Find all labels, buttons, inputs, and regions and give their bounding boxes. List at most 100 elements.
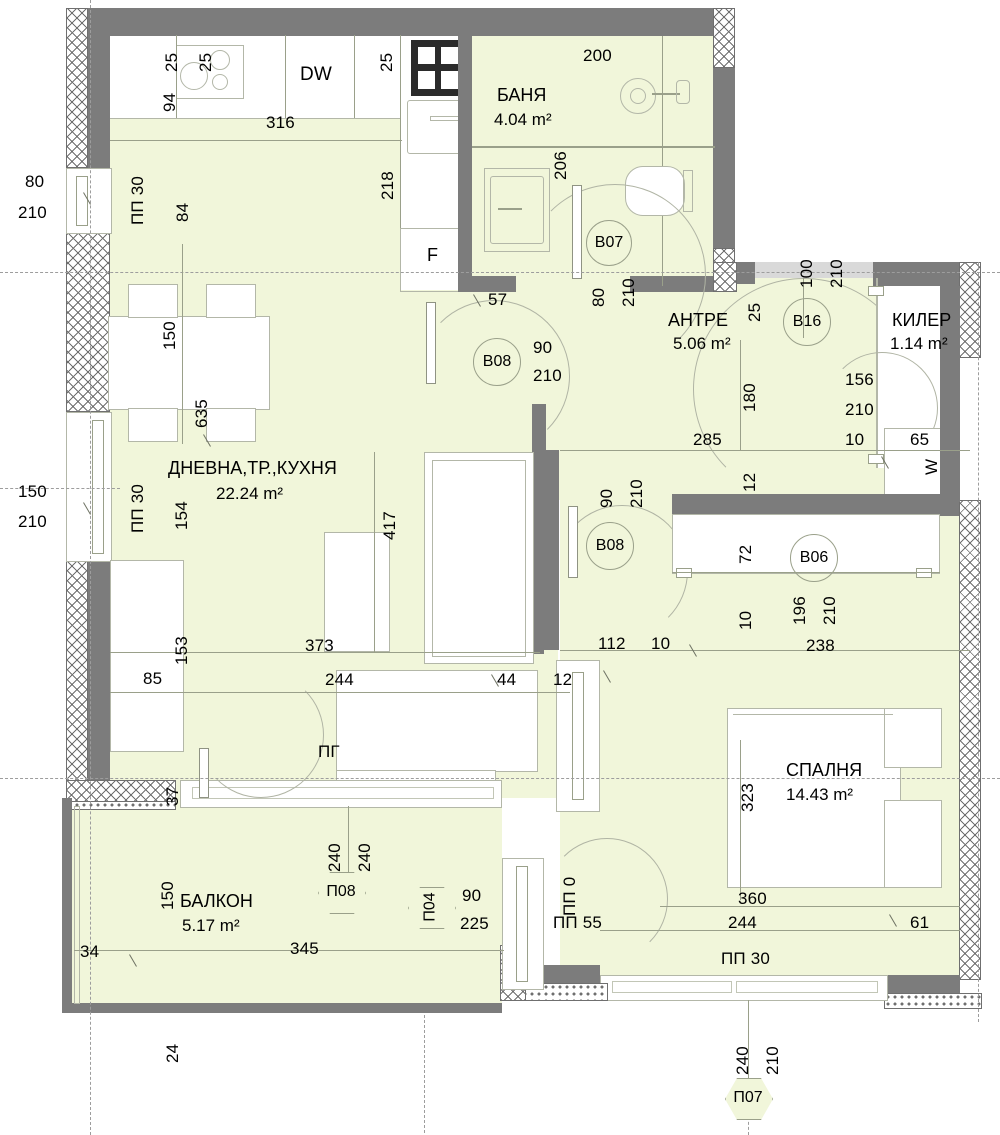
- label-washer: W: [922, 458, 941, 475]
- balcony-rail-inner-l: [74, 806, 80, 1004]
- kitchen-sink: [407, 100, 465, 154]
- dim-25-c: 25: [377, 52, 396, 72]
- door-tag-b08-living: B08: [473, 338, 521, 386]
- door-tag-b07: B07: [586, 220, 632, 266]
- door-tag-b06-label: B06: [799, 549, 829, 566]
- window-bedroom-sash-l: [612, 981, 732, 993]
- label-dw: DW: [300, 64, 333, 85]
- wall-hall-top-right: [737, 262, 755, 284]
- window-tag-p04: П04: [408, 887, 454, 927]
- dim-44: 44: [497, 670, 517, 689]
- dim-10-bed: 10: [736, 610, 755, 630]
- label-fridge: F: [427, 245, 439, 265]
- wall-hall-left-vert: [543, 450, 559, 650]
- dim-238: 238: [806, 636, 835, 655]
- axis-h-2: [0, 488, 120, 489]
- dim-line-v-417: [374, 452, 375, 652]
- dim-150-balcony: 150: [158, 881, 177, 910]
- dim-b08a-w: 90: [533, 338, 553, 357]
- counter-div-2: [285, 35, 286, 118]
- chair-top-2: [206, 284, 256, 318]
- wall-insulation-left-mid: [66, 232, 110, 412]
- dim-line-238: [560, 650, 970, 651]
- axis-v-3: [424, 1015, 425, 1133]
- door-arc-b07: [524, 184, 706, 366]
- dim-61: 61: [910, 913, 930, 932]
- dim-244-bed: 244: [728, 913, 757, 932]
- dim-65: 65: [910, 430, 930, 449]
- door-tag-b16: B16: [783, 298, 831, 346]
- dim-line-316: [110, 140, 402, 141]
- wall-right-bedroom: [940, 286, 960, 502]
- bed: [727, 708, 901, 888]
- counter-div-1: [176, 35, 177, 118]
- dim-p04-225: 225: [460, 914, 489, 933]
- door-leaf-b07: [572, 185, 582, 279]
- door-arc-b16: [693, 278, 915, 500]
- dim-94: 94: [160, 92, 179, 112]
- dim-25-a: 25: [162, 52, 181, 72]
- dim-210-left-a: 210: [18, 203, 47, 222]
- wall-top: [88, 8, 718, 36]
- wall-bath-bottom-left: [458, 276, 516, 292]
- pantry-door-jamb-top: [868, 286, 884, 296]
- label-pp30-bottom: ПП 30: [721, 949, 771, 968]
- dim-210-pantry: 210: [845, 400, 874, 419]
- door-tag-b16-label: B16: [792, 313, 822, 330]
- axis-h-1: [0, 272, 1000, 273]
- axis-v-1: [90, 0, 91, 1135]
- dim-line-p08: [348, 806, 349, 878]
- door-leaf-balcony: [199, 748, 209, 798]
- room-name-pantry: КИЛЕР: [892, 310, 952, 330]
- door-arc-terrace: [546, 838, 668, 960]
- door-tag-b08-hall: B08: [586, 522, 634, 570]
- door-tag-b08-living-label: B08: [482, 353, 512, 370]
- cooktop-burner-2: [210, 50, 230, 70]
- dim-b16-h: 210: [827, 259, 846, 288]
- wall-left-low: [88, 560, 110, 780]
- dim-244-living: 244: [325, 670, 354, 689]
- dim-150-left: 150: [18, 482, 47, 501]
- room-name-living: ДНЕВНА,ТР.,КУХНЯ: [168, 458, 337, 478]
- dim-150-table: 150: [160, 321, 179, 350]
- dim-line-360: [660, 906, 960, 907]
- shaft-cell-3: [418, 71, 435, 89]
- label-pp30-mid-left: ПП 30: [128, 483, 147, 533]
- dim-84: 84: [173, 202, 192, 222]
- wardrobe-jamb-left: [676, 568, 692, 578]
- dim-373: 373: [305, 636, 334, 655]
- axis-v-2: [978, 262, 979, 1022]
- door-arc-pantry: [826, 352, 938, 464]
- dim-154: 154: [172, 501, 191, 530]
- dim-12-living: 12: [553, 670, 573, 689]
- room-name-balcony: БАЛКОН: [180, 891, 253, 911]
- room-area-balcony: 5.17 m²: [182, 916, 240, 935]
- dim-285: 285: [693, 430, 722, 449]
- dim-p08-240a: 240: [325, 843, 344, 872]
- balcony-rail-left: [62, 798, 72, 1013]
- dim-206: 206: [551, 151, 570, 180]
- wall-bath-right: [713, 36, 735, 266]
- dim-360: 360: [738, 889, 767, 908]
- dim-25-b: 25: [196, 52, 215, 72]
- window-tag-p07: П07: [725, 1078, 771, 1118]
- dim-200: 200: [583, 46, 612, 65]
- dim-line-244b: [600, 930, 960, 931]
- dim-b06-196: 196: [790, 596, 809, 625]
- dim-b16-w: 100: [797, 259, 816, 288]
- wall-insulation-left-top: [66, 8, 88, 168]
- bath-div-line: [472, 146, 715, 148]
- dim-37: 37: [163, 786, 182, 806]
- room-area-hall: 5.06 m²: [673, 334, 731, 353]
- dim-24: 24: [163, 1043, 182, 1063]
- door-arc-b08-living: [418, 300, 570, 452]
- coffee-unit: [336, 670, 538, 772]
- shaft-cell-1: [418, 47, 435, 64]
- room-name-bath: БАНЯ: [497, 85, 547, 105]
- dim-b07-h: 210: [619, 278, 638, 307]
- room-area-bath: 4.04 m²: [494, 110, 552, 129]
- window-left-upper-sash: [76, 176, 88, 226]
- tv-unit: [324, 532, 390, 652]
- wall-bath-right-hatch: [713, 8, 735, 68]
